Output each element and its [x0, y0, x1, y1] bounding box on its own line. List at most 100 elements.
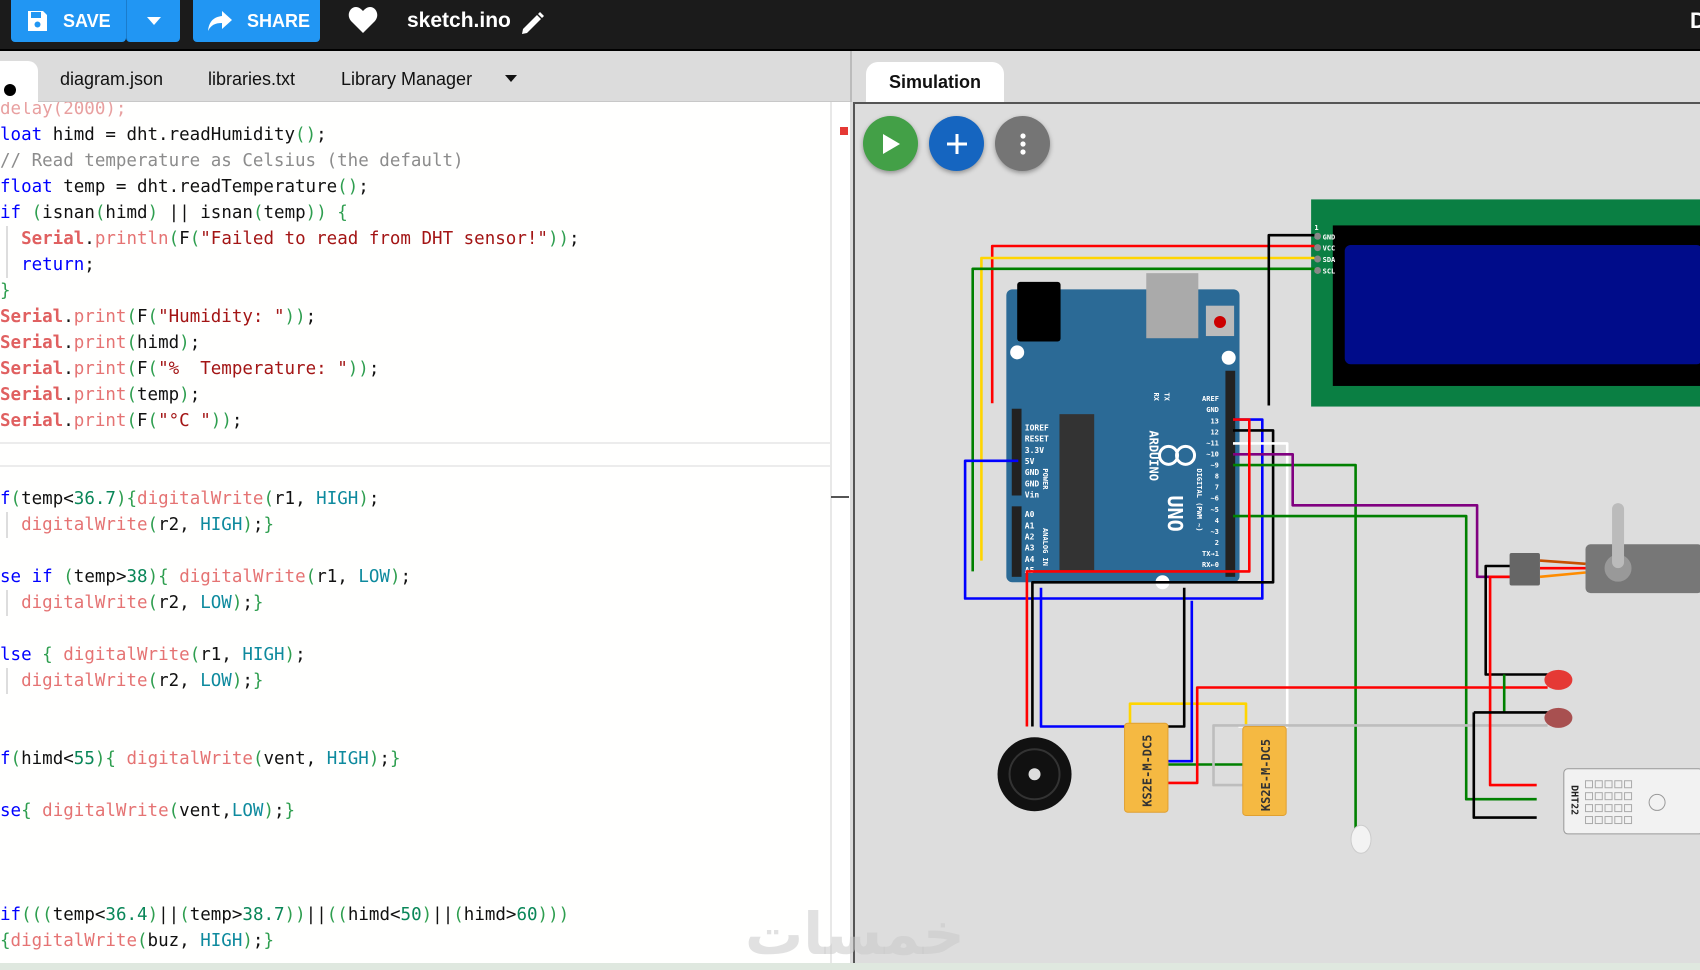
code-line[interactable]: Serial.print(F("Humidity: ")); — [0, 307, 317, 327]
truncated-top-right-text: D — [1690, 8, 1700, 33]
power-jack — [1017, 281, 1061, 342]
code-line[interactable]: Serial.println(F("Failed to read from DH… — [21, 229, 580, 249]
tab-library-manager[interactable]: Library Manager — [341, 69, 473, 89]
dht22-label: DHT22 — [1568, 785, 1579, 815]
code-line[interactable]: float temp = dht.readTemperature(); — [0, 177, 369, 197]
dht22-grille — [1624, 804, 1633, 813]
code-line[interactable]: digitalWrite(r2, HIGH);} — [21, 515, 275, 535]
code-line[interactable]: f(temp<36.7){digitalWrite(r1, HIGH); — [0, 489, 380, 509]
wire-relay1-blue — [1164, 600, 1194, 763]
digital-pin-label: GND — [1206, 406, 1219, 414]
lcd-pin — [1314, 255, 1322, 263]
relay-1 — [1124, 722, 1169, 813]
analog-pin-label: A3 — [1025, 544, 1035, 553]
code-line[interactable]: digitalWrite(r2, LOW);} — [21, 671, 264, 691]
code-line[interactable]: f(himd<55){ digitalWrite(vent, HIGH);} — [0, 749, 401, 769]
code-line[interactable]: se{ digitalWrite(vent,LOW);} — [0, 801, 296, 821]
share-arrow-icon — [208, 11, 232, 31]
more-options-button[interactable] — [995, 116, 1050, 171]
buzzer-ring — [1008, 748, 1061, 801]
code-line[interactable]: return; — [21, 255, 95, 275]
project-title[interactable]: sketch.ino — [407, 9, 511, 32]
code-line[interactable]: {digitalWrite(buz, HIGH);} — [0, 931, 275, 951]
share-button[interactable]: SHARE — [193, 0, 320, 42]
code-line[interactable]: loat himd = dht.readHumidity(); — [0, 125, 327, 145]
code-line[interactable]: se if (temp>38){ digitalWrite(r1, LOW); — [0, 567, 412, 587]
code-line[interactable]: if(((temp<36.4)||(temp>38.7))||((himd<50… — [0, 905, 570, 925]
lcd-pin-label: SCL — [1323, 267, 1336, 275]
dht22-grille — [1604, 780, 1613, 789]
tx-label: TX — [1163, 392, 1171, 401]
bottom-strip — [0, 963, 1700, 970]
digital-pin-label: 12 — [1210, 428, 1218, 436]
digital-pin-label: 2 — [1215, 539, 1219, 547]
floppy-disk-icon — [28, 11, 47, 31]
digital-pin-label: ~5 — [1210, 506, 1218, 514]
save-button[interactable]: SAVE — [11, 0, 126, 42]
lcd-pin-label: GND — [1323, 233, 1336, 241]
dht22-grille — [1585, 804, 1594, 813]
share-label: SHARE — [247, 10, 311, 31]
tab-sketch-ino[interactable] — [0, 61, 38, 103]
buzzer-center — [1028, 768, 1041, 781]
lcd-pin1-label: 1 — [1314, 224, 1318, 232]
code-line[interactable]: if (isnan(himd) || isnan(temp)) { — [0, 203, 348, 223]
top-toolbar: SAVE SHARE sketch.ino D — [0, 0, 1700, 51]
dht22-grille — [1614, 816, 1623, 825]
dht22-grille — [1604, 804, 1613, 813]
tab-diagram-json[interactable]: diagram.json — [60, 69, 164, 89]
tab-libraries-txt[interactable]: libraries.txt — [208, 69, 296, 89]
plus-icon — [946, 133, 967, 154]
lcd-pin-label: SDA — [1323, 256, 1336, 264]
pencil-edit-icon[interactable] — [520, 10, 546, 36]
analog-pin-label: A4 — [1025, 555, 1035, 564]
code-line[interactable]: delay(2000); — [0, 102, 127, 119]
wire-blue-loop — [963, 418, 1264, 600]
digital-label: DIGITAL (PWM ~) — [1195, 468, 1203, 531]
indent-guide — [6, 590, 8, 616]
arduino-brand-label: ARDUINO — [1147, 430, 1161, 481]
power-pin-label: GND — [1025, 468, 1040, 477]
code-line[interactable]: Serial.print(temp); — [0, 385, 201, 405]
dht22-grille — [1614, 792, 1623, 801]
digital-pin-label: 4 — [1215, 517, 1219, 525]
unsaved-dot-icon — [4, 84, 16, 96]
digital-pin-label: ~10 — [1206, 450, 1219, 458]
relay-2-label: KS2E-M-DC5 — [1259, 739, 1273, 811]
dht22-mount-hole — [1648, 793, 1666, 811]
dht22-grille — [1604, 816, 1613, 825]
analog-pin-label: A0 — [1025, 510, 1035, 519]
dht22-grille — [1614, 804, 1623, 813]
editor-scroll-position[interactable] — [831, 496, 849, 498]
dht22-grille — [1624, 780, 1633, 789]
code-line[interactable]: lse { digitalWrite(r1, HIGH); — [0, 645, 306, 665]
code-line[interactable]: Serial.print(F("% Temperature: ")); — [0, 359, 380, 379]
code-line[interactable]: digitalWrite(r2, LOW);} — [21, 593, 264, 613]
lcd-pin — [1314, 266, 1322, 274]
servo-body — [1585, 544, 1700, 594]
play-icon — [882, 133, 900, 154]
reset-button — [1214, 315, 1227, 328]
dht22-sensor — [1563, 768, 1700, 835]
code-line[interactable]: Serial.print(himd); — [0, 333, 201, 353]
dht22-grille — [1624, 816, 1633, 825]
power-pin-label: IOREF — [1025, 423, 1049, 432]
wire-lcd-gnd — [1267, 233, 1315, 406]
editor-scrollbar-track[interactable] — [830, 102, 850, 970]
code-line[interactable]: } — [0, 281, 11, 301]
save-options-dropdown[interactable] — [126, 0, 180, 42]
digital-pin-label: ~11 — [1206, 439, 1219, 447]
start-simulation-button[interactable] — [863, 116, 918, 171]
tabs-overflow-caret-icon[interactable] — [505, 75, 517, 82]
dht22-grille — [1594, 780, 1603, 789]
simulation-tab-bar: Simulation — [850, 51, 1700, 103]
arduino-model-label: UNO — [1163, 495, 1187, 531]
code-line[interactable]: Serial.print(F("°C ")); — [0, 411, 243, 431]
servo-horn — [1612, 503, 1625, 569]
code-editor[interactable]: delay(2000); loat himd = dht.readHumidity… — [0, 102, 830, 970]
add-part-button[interactable] — [929, 116, 984, 171]
tab-simulation[interactable]: Simulation — [866, 62, 1004, 103]
heart-icon[interactable] — [348, 6, 378, 34]
code-line[interactable]: // Read temperature as Celsius (the defa… — [0, 151, 464, 171]
